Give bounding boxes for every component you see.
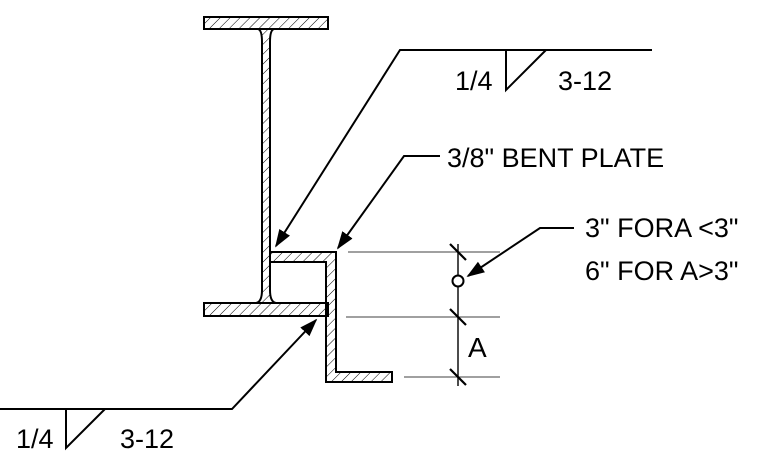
- bottom-fillet-weld-icon: [65, 408, 106, 451]
- beam-web: [255, 28, 277, 304]
- bent-plate-label: 3/8" BENT PLATE: [447, 143, 664, 173]
- top-weld-leader: [275, 49, 652, 248]
- bolt-note-line2: 6" FOR A>3": [585, 256, 738, 286]
- bolt-note-line1: 3" FORA <3": [585, 213, 738, 243]
- bolt-note-leader: [466, 227, 574, 277]
- dimension-a: [449, 243, 467, 386]
- dimension-a-label: A: [468, 332, 487, 363]
- wide-flange-beam: [203, 16, 329, 317]
- bent-plate: [269, 251, 393, 383]
- top-fillet-weld-icon: [505, 49, 547, 93]
- bottom-weld-leader: [0, 318, 318, 410]
- bent-plate-shape: [269, 251, 393, 383]
- top-weld-size: 1/4: [455, 66, 493, 96]
- beam-bottom-flange: [203, 302, 329, 317]
- top-weld-symbol: 1/4 3-12: [275, 49, 652, 248]
- beam-top-flange: [203, 16, 329, 30]
- bolt-hole: [451, 274, 465, 288]
- extension-lines: [346, 251, 500, 378]
- top-weld-length: 3-12: [558, 66, 612, 96]
- bent-plate-leader: [336, 155, 440, 250]
- bottom-weld-size: 1/4: [16, 424, 54, 454]
- bottom-weld-length: 3-12: [120, 424, 174, 454]
- bottom-weld-symbol: 1/4 3-12: [0, 318, 318, 454]
